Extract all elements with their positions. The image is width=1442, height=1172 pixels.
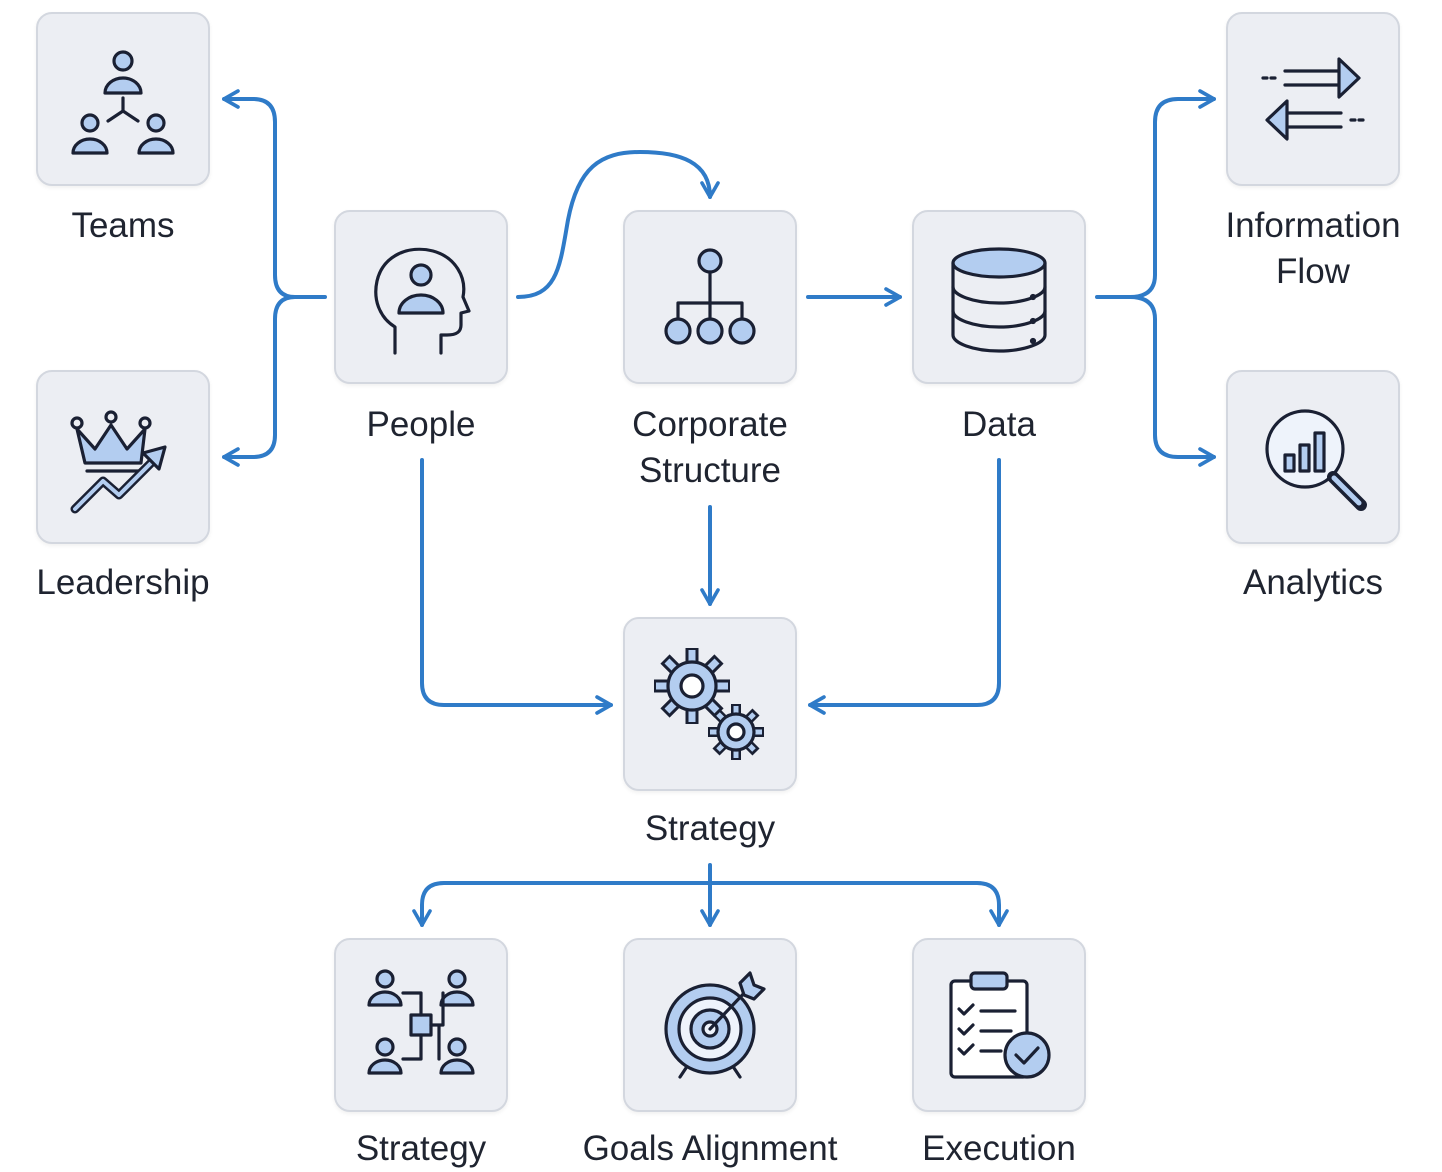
- analytics-label: Analytics: [1242, 563, 1384, 602]
- strategy-tile: [623, 617, 797, 791]
- checklist-icon: [949, 971, 1051, 1079]
- strategy-sub-label: Strategy: [355, 1129, 487, 1168]
- leadership-tile: [36, 370, 210, 544]
- execution-tile: [912, 938, 1086, 1112]
- teams-tile: [36, 12, 210, 186]
- strategy-label: Strategy: [644, 809, 776, 848]
- arrow-strategy-to-execution: [708, 881, 1009, 927]
- exchange-arrows-icon: [1261, 57, 1365, 141]
- leadership-label: Leadership: [36, 563, 210, 602]
- arrow-data-to-strategy: [808, 458, 1001, 715]
- org-chart-icon: [664, 248, 756, 345]
- arrow-strategy-to-strategy-sub: [412, 881, 712, 927]
- analytics-tile: [1226, 370, 1400, 544]
- information-flow-tile: [1226, 12, 1400, 186]
- person-head-icon: [374, 247, 471, 355]
- strategy-sub-tile: [334, 938, 508, 1112]
- people-network-icon: [367, 969, 475, 1075]
- people-tile: [334, 210, 508, 384]
- arrow-people-to-strategy: [420, 458, 613, 715]
- target-icon: [664, 971, 766, 1079]
- analytics-magnifier-icon: [1265, 409, 1367, 511]
- arrow-people-to-corporate-structure: [516, 150, 720, 299]
- arrow-data-to-information-flow: [1095, 89, 1216, 299]
- goals-alignment-label: Goals Alignment: [582, 1129, 838, 1168]
- arrow-data-to-analytics: [1128, 295, 1216, 467]
- arrow-people-to-leadership: [222, 295, 297, 467]
- people-label: People: [366, 405, 476, 444]
- database-icon: [951, 247, 1047, 353]
- information-flow-label-line2: Flow: [1276, 252, 1350, 291]
- corporate-structure-label-line2: Structure: [639, 451, 781, 490]
- data-tile: [912, 210, 1086, 384]
- team-hierarchy-icon: [71, 50, 175, 155]
- corporate-structure-label-line1: Corporate: [632, 405, 788, 444]
- goals-alignment-tile: [623, 938, 797, 1112]
- crown-growth-icon: [70, 410, 167, 514]
- gears-icon: [654, 648, 764, 760]
- arrow-people-to-teams: [222, 89, 327, 299]
- data-label: Data: [962, 405, 1036, 444]
- information-flow-label-line1: Information: [1225, 206, 1401, 245]
- corporate-structure-tile: [623, 210, 797, 384]
- execution-label: Execution: [922, 1129, 1076, 1168]
- teams-label: Teams: [71, 206, 175, 245]
